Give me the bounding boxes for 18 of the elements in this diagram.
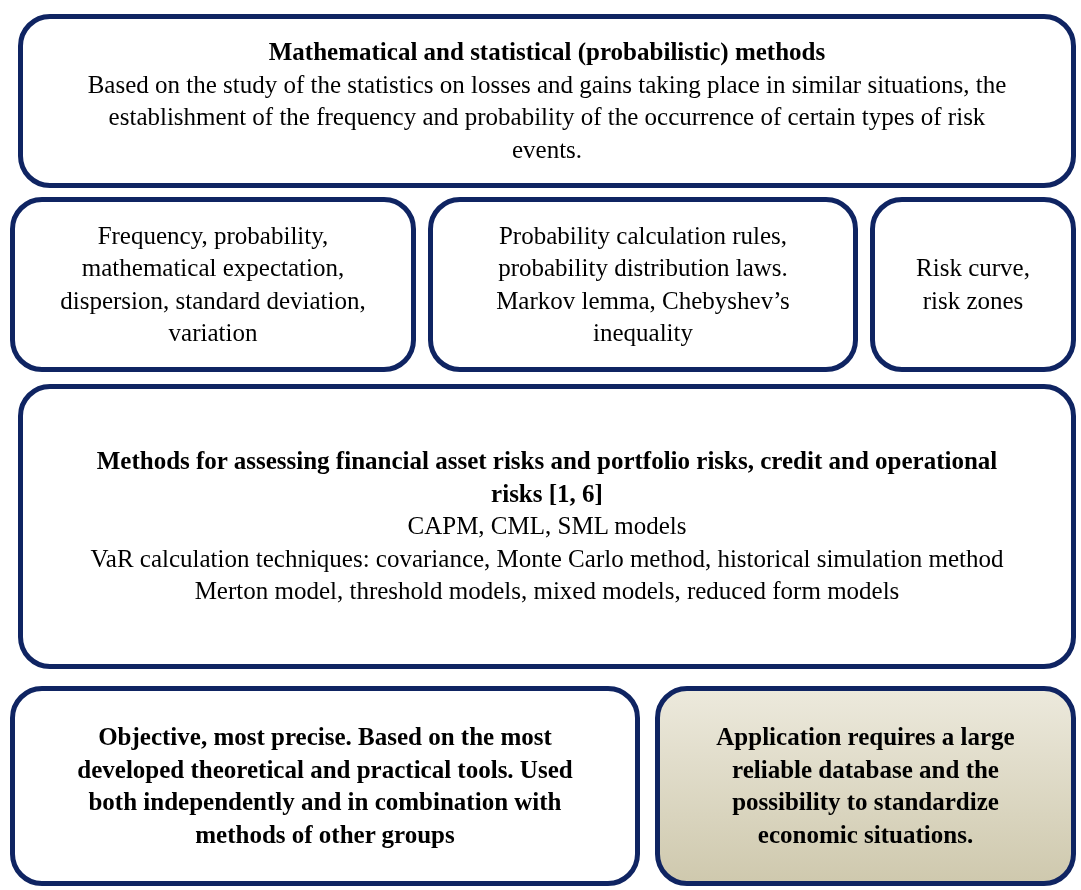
rounded-box [10,197,416,372]
description: Probability calculation rules, probability distribution laws. Markov lemma, Chebyshev’s inequality [495,220,791,348]
rounded-box [18,384,1076,669]
description: Frequency, probability, mathematical expectation, dispersion, standard deviation, variation [59,220,367,348]
description: Risk curve, risk zones [915,253,1031,316]
description: CAPM, CML, SML models [407,511,687,542]
rounded-box [10,686,640,886]
rounded-box [870,197,1076,372]
heading: Mathematical and statistical (probabilistic) methods [268,37,826,68]
rounded-box [428,197,858,372]
heading: Methods for assessing financial asset risks and portfolio risks, credit and operational risks [1, 6] [95,446,999,509]
description: Merton model, threshold models, mixed models, reduced form models [194,576,900,607]
description: Objective, most precise. Based on the most developed theoretical and practical tools. Used both independently and in combination with methods of other groups [76,722,574,850]
description: Application requires a large reliable database and the possibility to standardize economic situations. [715,722,1016,850]
description: Based on the study of the statistics on losses and gains taking place in similar situations, the establishment of the frequency and probability of the occurrence of certain types of risk events. [86,69,1008,165]
rounded-box [655,686,1076,886]
rounded-box [18,14,1076,188]
description: VaR calculation techniques: covariance, Monte Carlo method, historical simulation method [90,543,1004,574]
